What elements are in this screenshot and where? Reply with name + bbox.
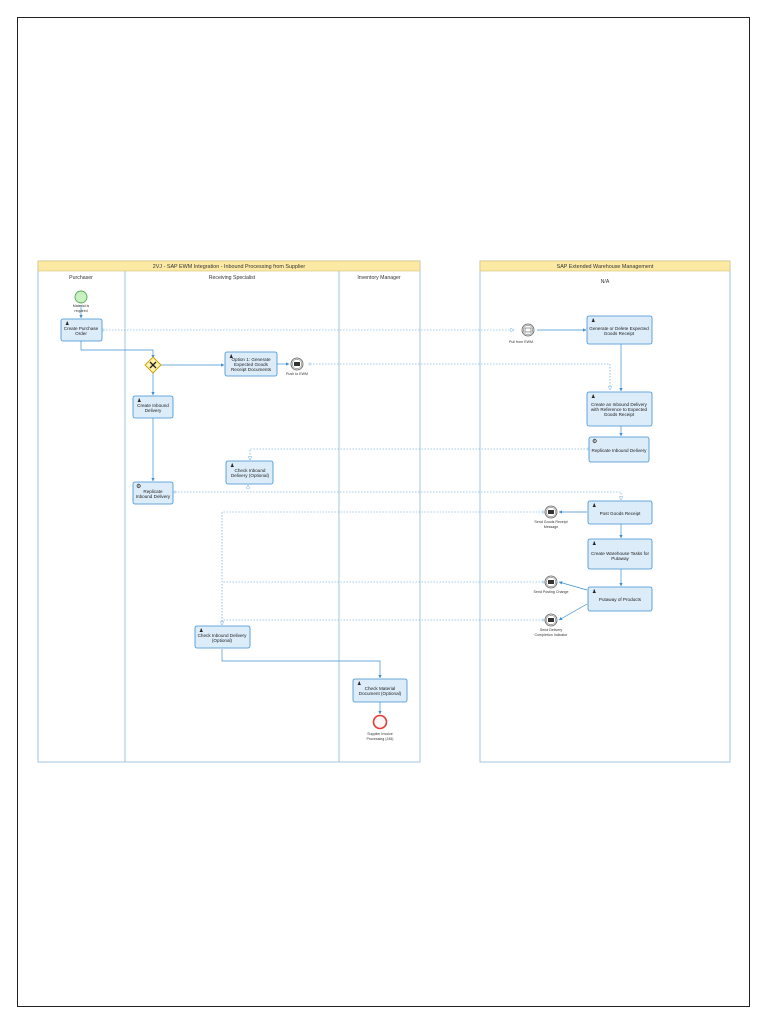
- pool-right-header: [479, 260, 731, 272]
- send-goods-receipt-event: Send Goods Receipt Message: [534, 505, 568, 529]
- envelope-icon: [548, 618, 554, 622]
- task-label-3: Goods Receipt: [604, 412, 635, 417]
- end-event-label-1: Supplier Invoice: [367, 732, 393, 736]
- send-delivery-completion-event: Send Delivery Completion Indicator: [535, 613, 569, 637]
- task-option1-generate[interactable]: ♟ Option 1: Generate Expected Goods Rece…: [224, 351, 278, 377]
- send-goods-receipt-label-1: Send Goods Receipt: [534, 520, 567, 524]
- send-delivery-completion-label-2: Completion Indicator: [535, 633, 569, 637]
- task-label-3: Receipt Documents: [231, 367, 272, 372]
- lane-inventory-manager: Inventory Manager: [357, 275, 401, 281]
- sequence-flows: [79, 305, 623, 715]
- task-label-1: Create Purchase: [64, 326, 99, 331]
- task-check-material-document[interactable]: ♟ Check Material Document (Optional): [352, 678, 408, 703]
- envelope-icon: [548, 580, 554, 584]
- start-event-label-2: required: [74, 309, 87, 313]
- task-label-1: Replicate: [143, 489, 163, 494]
- push-to-ewm-label: Push to EWM: [286, 372, 308, 376]
- send-posting-change-label: Send Posting Change: [534, 590, 569, 594]
- pool-left: 2VJ - SAP EWM Integration - Inbound Proc…: [37, 260, 421, 763]
- person-icon: ♟: [199, 628, 203, 634]
- task-label-1: Putaway of Products: [599, 597, 642, 602]
- person-icon: ♟: [592, 503, 596, 509]
- task-label-1: Check Inbound: [235, 468, 266, 473]
- send-delivery-completion-label-1: Send Delivery: [540, 628, 563, 632]
- task-post-goods-receipt[interactable]: ♟ Post Goods Receipt: [587, 500, 653, 525]
- person-icon: ♟: [65, 321, 69, 327]
- task-label-1: Create Warehouse Tasks for: [591, 551, 649, 556]
- task-create-inbound-delivery[interactable]: ♟ Create Inbound Delivery: [132, 395, 174, 419]
- task-label-2: (Optional): [212, 638, 233, 643]
- task-check-inbound-bottom[interactable]: ♟ Check Inbound Delivery (Optional): [194, 625, 251, 649]
- person-icon: ♟: [592, 541, 596, 547]
- pool-left-header: [37, 260, 421, 272]
- task-replicate-inbound-left[interactable]: ⚙ Replicate Inbound Delivery: [132, 481, 174, 505]
- task-label-2: with Reference to Expected: [591, 407, 648, 412]
- exclusive-gateway: [144, 356, 162, 374]
- task-label-2: Order: [75, 331, 87, 336]
- task-label-1: Option 1: Generate: [231, 357, 271, 362]
- pull-from-ewm-label: Pull from EWM: [509, 340, 533, 344]
- end-event: Supplier Invoice Processing (J45): [367, 714, 394, 741]
- gear-icon: ⚙: [592, 438, 597, 445]
- task-replicate-inbound-right[interactable]: ⚙ Replicate Inbound Delivery: [588, 436, 650, 463]
- person-icon: ♟: [591, 394, 595, 400]
- pool-right-title: SAP Extended Warehouse Management: [557, 264, 654, 270]
- person-icon: ♟: [592, 589, 596, 595]
- end-event-label-2: Processing (J45): [367, 737, 394, 741]
- task-label-2: Goods Receipt: [604, 331, 635, 336]
- gear-icon: ⚙: [136, 483, 141, 490]
- send-posting-change-event: Send Posting Change: [534, 575, 569, 594]
- task-label-1: Replicate Inbound Delivery: [592, 448, 648, 453]
- task-putaway-products[interactable]: ♟ Putaway of Products: [587, 586, 653, 612]
- send-goods-receipt-label-2: Message: [544, 525, 559, 529]
- message-flows: [103, 330, 621, 625]
- lane-receiving-specialist: Receiving Specialist: [209, 275, 256, 281]
- task-label-2: Expected Goods: [234, 362, 269, 367]
- pool-left-title: 2VJ - SAP EWM Integration - Inbound Proc…: [153, 264, 306, 270]
- task-label-1: Post Goods Receipt: [600, 511, 642, 516]
- task-label-2: Putaway: [611, 556, 629, 561]
- person-icon: ♟: [357, 681, 361, 687]
- task-label-1: Check Material: [365, 686, 396, 691]
- task-label-1: Check Inbound Delivery: [198, 633, 247, 638]
- lane-purchaser: Purchaser: [69, 275, 93, 281]
- person-icon: ♟: [230, 463, 234, 469]
- task-label-1: Create Inbound: [137, 403, 169, 408]
- task-label-2: Delivery (Optional): [231, 473, 270, 478]
- task-label-1: Create an Inbound Delivery: [591, 402, 648, 407]
- task-generate-delete-expected-gr[interactable]: ♟ Generate or Delete Expected Goods Rece…: [586, 315, 653, 345]
- envelope-icon: [524, 327, 532, 333]
- page-frame: [17, 17, 750, 1007]
- lane-na: N/A: [601, 279, 610, 285]
- start-event: Material is required: [73, 290, 90, 313]
- task-create-inbound-with-reference[interactable]: ♟ Create an Inbound Delivery with Refere…: [586, 391, 653, 427]
- person-icon: ♟: [591, 318, 595, 324]
- task-label-1: Generate or Delete Expected: [589, 326, 649, 331]
- start-event-label-1: Material is: [73, 304, 90, 308]
- task-label-2: Document (Optional): [359, 691, 402, 696]
- task-create-warehouse-tasks[interactable]: ♟ Create Warehouse Tasks for Putaway: [587, 538, 653, 570]
- task-label-2: Delivery: [145, 408, 162, 413]
- envelope-icon: [548, 510, 554, 514]
- envelope-icon: [294, 362, 300, 366]
- person-icon: ♟: [229, 354, 233, 360]
- task-check-inbound-optional[interactable]: ♟ Check Inbound Delivery (Optional): [225, 460, 274, 485]
- task-label-2: Inbound Delivery: [136, 494, 171, 499]
- x-icon: [149, 361, 157, 369]
- task-create-purchase-order[interactable]: ♟ Create Purchase Order: [60, 318, 103, 342]
- push-to-ewm-event: Push to EWM: [286, 357, 308, 376]
- person-icon: ♟: [137, 398, 141, 404]
- pull-from-ewm-event: Pull from EWM: [509, 323, 535, 344]
